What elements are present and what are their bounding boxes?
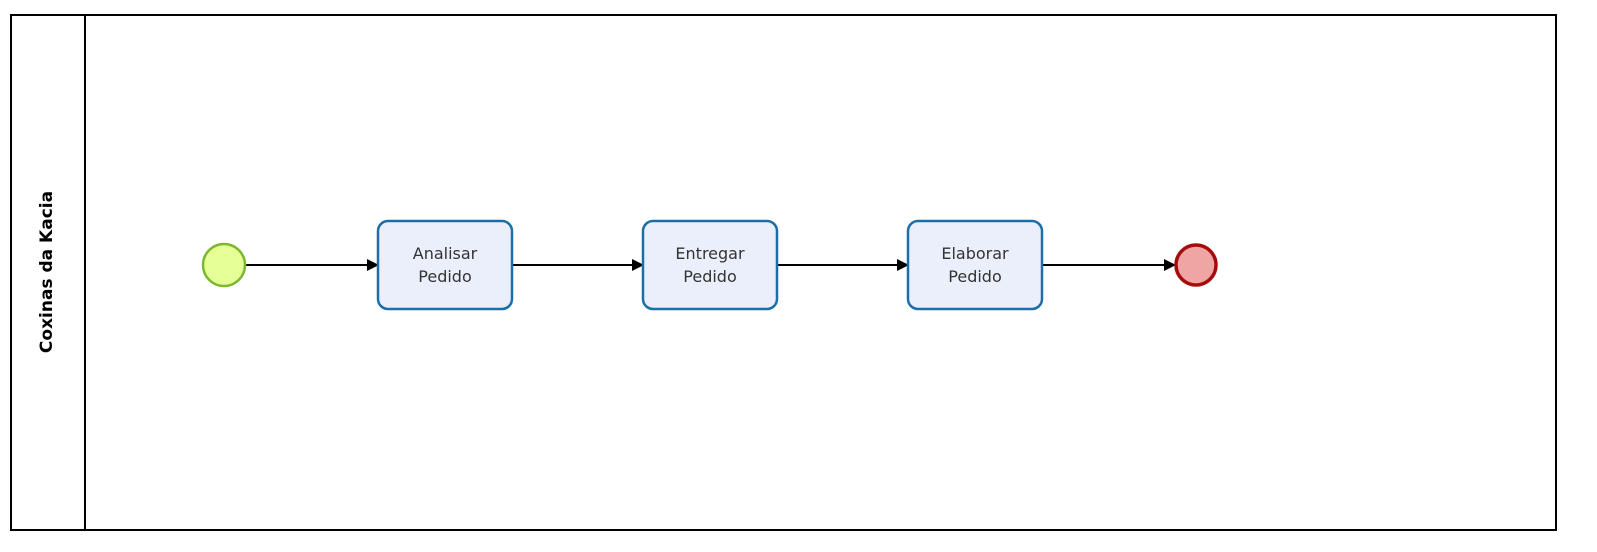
start-event[interactable]: [201, 242, 247, 288]
end-event[interactable]: [1174, 243, 1218, 287]
task-label-line2: Pedido: [948, 267, 1001, 286]
task-label-line2: Pedido: [418, 267, 471, 286]
pool-border[interactable]: [10, 14, 1557, 531]
pool-label: Coxinas da Kacia: [37, 191, 57, 353]
task-label-line1: Analisar: [413, 244, 478, 263]
task-label-line2: Pedido: [683, 267, 736, 286]
task-label-line1: Elaborar: [941, 244, 1009, 263]
task-analisar-pedido[interactable]: Analisar Pedido: [376, 219, 514, 311]
task-elaborar-pedido[interactable]: Elaborar Pedido: [906, 219, 1044, 311]
task-entregar-pedido[interactable]: Entregar Pedido: [641, 219, 779, 311]
task-label-line1: Entregar: [675, 244, 745, 263]
